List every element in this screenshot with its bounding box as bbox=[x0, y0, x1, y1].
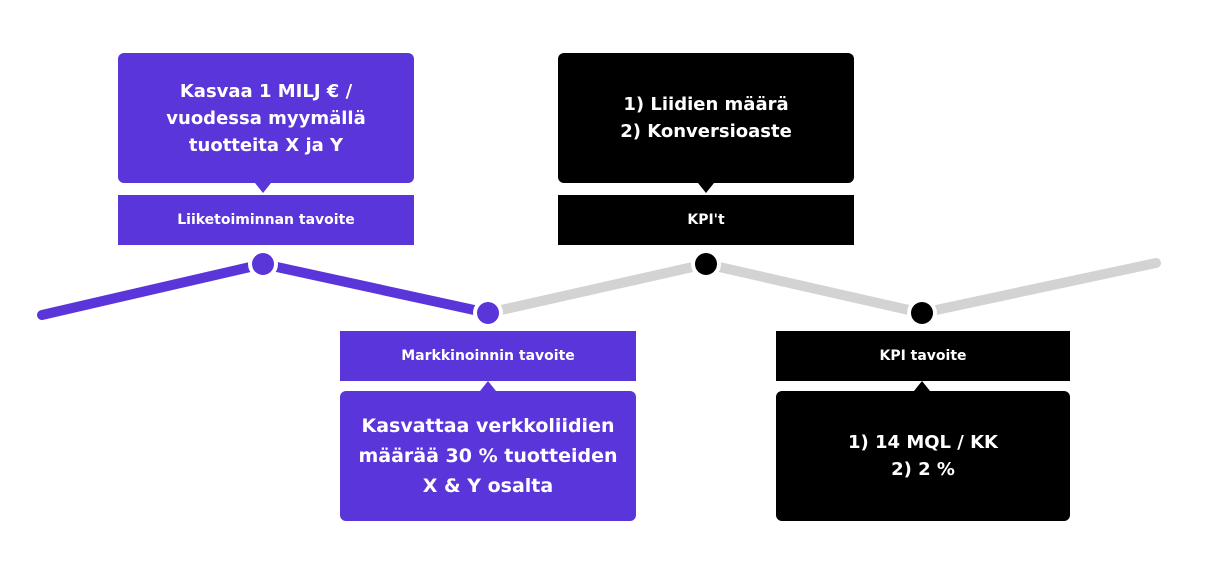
pointer-1 bbox=[255, 183, 271, 193]
timeline-segment-grey bbox=[483, 258, 1161, 318]
kpi-goal-line-1: 1) 14 MQL / KK bbox=[847, 432, 999, 453]
business-goal-card: Kasvaa 1 MILJ € / vuodessa myymällä tuot… bbox=[118, 53, 414, 183]
timeline-node-1 bbox=[252, 253, 274, 275]
timeline-node-4 bbox=[911, 302, 933, 324]
business-goal-line-3: tuotteita X ja Y bbox=[188, 134, 344, 156]
kpi-card: 1) Liidien määrä 2) Konversioaste bbox=[558, 53, 854, 183]
timeline-node-3 bbox=[695, 253, 717, 275]
marketing-goal-line-3: X & Y osalta bbox=[422, 475, 554, 497]
marketing-goal-card: Kasvattaa verkkoliidien määrää 30 % tuot… bbox=[340, 391, 636, 521]
kpi-label: KPI't bbox=[558, 195, 854, 245]
business-goal-line-1: Kasvaa 1 MILJ € / bbox=[179, 80, 353, 102]
business-goal-label: Liiketoiminnan tavoite bbox=[118, 195, 414, 245]
kpi-line-1: 1) Liidien määrä bbox=[623, 94, 789, 115]
kpi-goal-label: KPI tavoite bbox=[776, 331, 1070, 381]
pointer-2 bbox=[480, 381, 496, 391]
pointer-4 bbox=[914, 381, 930, 391]
timeline-node-2 bbox=[477, 302, 499, 324]
kpi-line-2: 2) Konversioaste bbox=[620, 121, 792, 142]
marketing-goal-label: Markkinoinnin tavoite bbox=[340, 331, 636, 381]
business-goal-line-2: vuodessa myymällä bbox=[166, 107, 366, 129]
kpi-goal-line-2: 2) 2 % bbox=[891, 459, 955, 480]
pointer-3 bbox=[698, 183, 714, 193]
kpi-goal-card: 1) 14 MQL / KK 2) 2 % bbox=[776, 391, 1070, 521]
marketing-goal-line-2: määrää 30 % tuotteiden bbox=[358, 445, 618, 467]
marketing-goal-line-1: Kasvattaa verkkoliidien bbox=[361, 415, 615, 437]
